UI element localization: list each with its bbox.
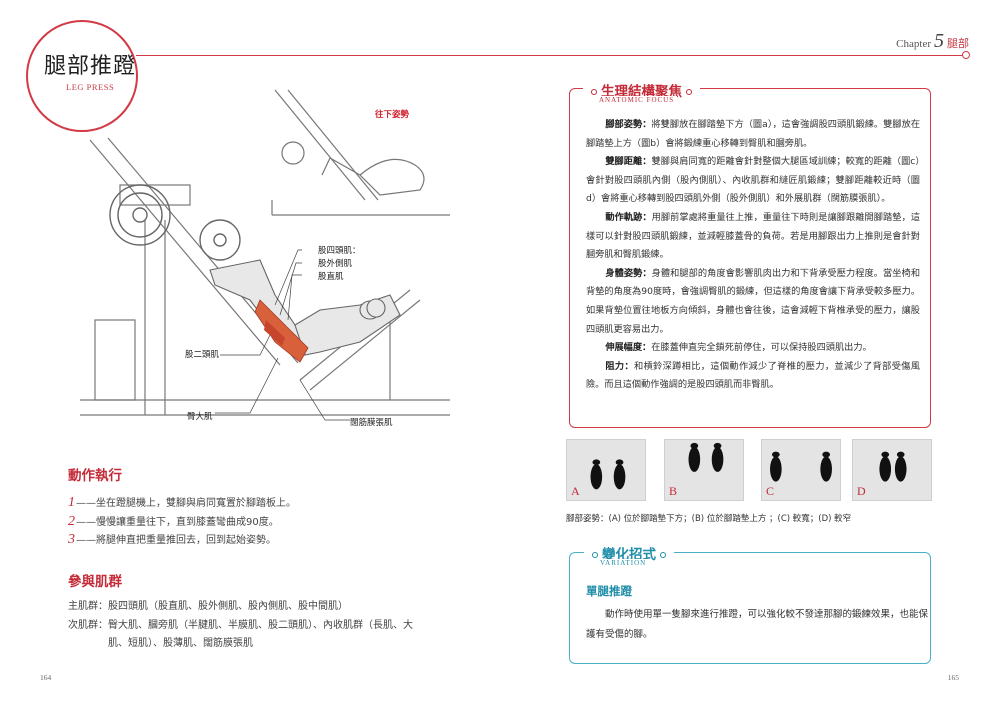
anatomic-paragraph: 動作軌跡：用腳前掌處將重量往上推，重量往下時則是讓腳跟離開腳踏墊，這樣可以針對股… [586, 209, 920, 265]
chapter-name: 腿部 [947, 38, 969, 50]
anatomic-focus-subtitle: ANATOMIC FOCUS [596, 96, 678, 104]
title-dot [591, 89, 597, 95]
anatomic-body: 用腳前掌處將重量往上推，重量往下時則是讓腳跟離開腳踏墊，這樣可以針對股四頭肌鍛練… [586, 211, 921, 261]
anatomic-term: 動作軌跡： [605, 211, 652, 223]
page-title: 腿部推蹬 [44, 54, 137, 79]
execution-step: 1——坐在蹬腿機上，雙腳與肩同寬置於腳踏板上。 [68, 494, 296, 511]
execution-step: 3——將腿伸直把重量推回去，回到起始姿勢。 [68, 531, 276, 548]
page-number-right: 165 [947, 673, 959, 682]
anatomic-focus-text: 腳部姿勢：將雙腳放在腳踏墊下方（圖a），這會強調股四頭肌鍛練。雙腳放在腳踏墊上方… [586, 116, 920, 395]
inset-label: 往下姿勢 [375, 110, 410, 120]
foot-letter: D [857, 484, 866, 498]
header-rule [136, 55, 966, 56]
footprints-icon [590, 459, 626, 490]
anatomic-term: 身體姿勢： [605, 267, 652, 279]
anatomic-term: 伸展幅度： [605, 342, 652, 354]
title-circle [26, 20, 138, 132]
page-subtitle: LEG PRESS [66, 82, 115, 92]
foot-letter: C [766, 484, 775, 498]
foot-panel-b: B [664, 439, 744, 501]
leg-press-illustration [60, 80, 480, 440]
variation-box: 變化招式 VARIATION [569, 543, 931, 664]
primary-muscles: 主肌群：股四頭肌（股直肌、股外側肌、股內側肌、股中間肌） [68, 601, 348, 612]
label-quadriceps: 股四頭肌： [318, 246, 361, 256]
muscles-heading: 參與肌群 [68, 574, 122, 590]
anatomic-paragraph: 阻力：和槓鈴深蹲相比，這個動作減少了脊椎的壓力，並減少了背部受傷風險。而且這個動… [586, 358, 920, 395]
chapter-number: 5 [934, 30, 944, 52]
title-dot [592, 552, 598, 558]
anatomic-body: 和槓鈴深蹲相比，這個動作減少了脊椎的壓力，並減少了背部受傷風險。而且這個動作強調… [586, 360, 920, 391]
step-number: 1 [68, 495, 75, 510]
label-gluteus-maximus: 臀大肌 [187, 412, 213, 422]
anatomic-body: 將雙腳放在腳踏墊下方（圖a），這會強調股四頭肌鍛練。雙腳放在腳踏墊上方（圖b）會… [586, 119, 921, 149]
anatomic-body: 雙腳與肩同寬的距離會針對整個大腿區域訓練；較寬的距離（圖c）會針對股四頭肌內側（… [586, 156, 921, 205]
foot-panel-c: C [761, 439, 841, 501]
execution-heading: 動作執行 [68, 468, 122, 484]
anatomic-paragraph: 腳部姿勢：將雙腳放在腳踏墊下方（圖a），這會強調股四頭肌鍛練。雙腳放在腳踏墊上方… [586, 116, 920, 153]
header-rule-dot [962, 51, 970, 59]
label-vastus-lateralis: 股外側肌 [318, 259, 353, 269]
label-tfl: 闊筋膜張肌 [350, 418, 393, 428]
variation-subtitle: VARIATION [597, 559, 650, 567]
execution-step: 2——慢慢讓重量往下，直到膝蓋彎曲成90度。 [68, 513, 279, 530]
anatomic-paragraph: 伸展幅度：在膝蓋伸直完全鎖死前停住，可以保持股四頭肌出力。 [586, 339, 920, 358]
page-number-left: 164 [40, 673, 52, 682]
anatomic-paragraph: 身體姿勢：身體和腿部的角度會影響肌肉出力和下背承受壓力程度。當坐椅和背墊的角度為… [586, 265, 920, 339]
step-text: ——慢慢讓重量往下，直到膝蓋彎曲成90度。 [76, 517, 279, 528]
title-dot [686, 89, 692, 95]
label-rectus-femoris: 股直肌 [318, 272, 344, 282]
footprints-icon [879, 451, 907, 482]
variation-heading: 單腿推蹬 [586, 584, 632, 598]
anatomic-term: 阻力： [605, 360, 634, 372]
anatomic-focus-box [569, 88, 931, 428]
footprints-icon [688, 442, 724, 472]
secondary-muscles: 次肌群：臀大肌、膕旁肌（半腱肌、半膜肌、股二頭肌）、內收肌群（長肌、大 [68, 620, 413, 631]
label-biceps-femoris: 股二頭肌 [185, 350, 220, 360]
step-number: 2 [68, 514, 75, 529]
foot-letter: B [669, 484, 678, 498]
foot-panel-d: D [852, 439, 932, 501]
step-number: 3 [68, 532, 75, 547]
anatomic-paragraph: 雙腳距離：雙腳與肩同寬的距離會針對整個大腿區域訓練；較寬的距離（圖c）會針對股四… [586, 153, 920, 209]
anatomic-term: 雙腳距離： [605, 156, 652, 168]
foot-caption: 腳部姿勢：(A) 位於腳踏墊下方；(B) 位於腳踏墊上方 ；(C) 較寬；(D)… [566, 514, 852, 524]
chapter-word: Chapter [896, 38, 931, 50]
anatomic-body: 身體和腿部的角度會影響肌肉出力和下背承受壓力程度。當坐椅和背墊的角度為90度時，… [586, 267, 921, 335]
foot-panel-a: A [566, 439, 646, 501]
anatomic-term: 腳部姿勢： [605, 119, 652, 130]
leg-press-drawing [80, 89, 450, 421]
title-dot [660, 552, 666, 558]
anatomic-body: 在膝蓋伸直完全鎖死前停住，可以保持股四頭肌出力。 [651, 342, 872, 354]
secondary-muscles-cont: 肌、短肌）、股薄肌、闊筋膜張肌 [108, 638, 253, 649]
step-text: ——坐在蹬腿機上，雙腳與肩同寬置於腳踏板上。 [76, 498, 296, 509]
step-text: ——將腿伸直把重量推回去，回到起始姿勢。 [76, 535, 276, 546]
variation-text: 動作時使用單一隻腳來進行推蹬，可以強化較不發達那腳的鍛練效果，也能保護有受傷的腳… [586, 609, 929, 640]
foot-letter: A [571, 484, 580, 498]
quadriceps-highlight [254, 299, 309, 363]
footprints-icon [770, 451, 832, 482]
